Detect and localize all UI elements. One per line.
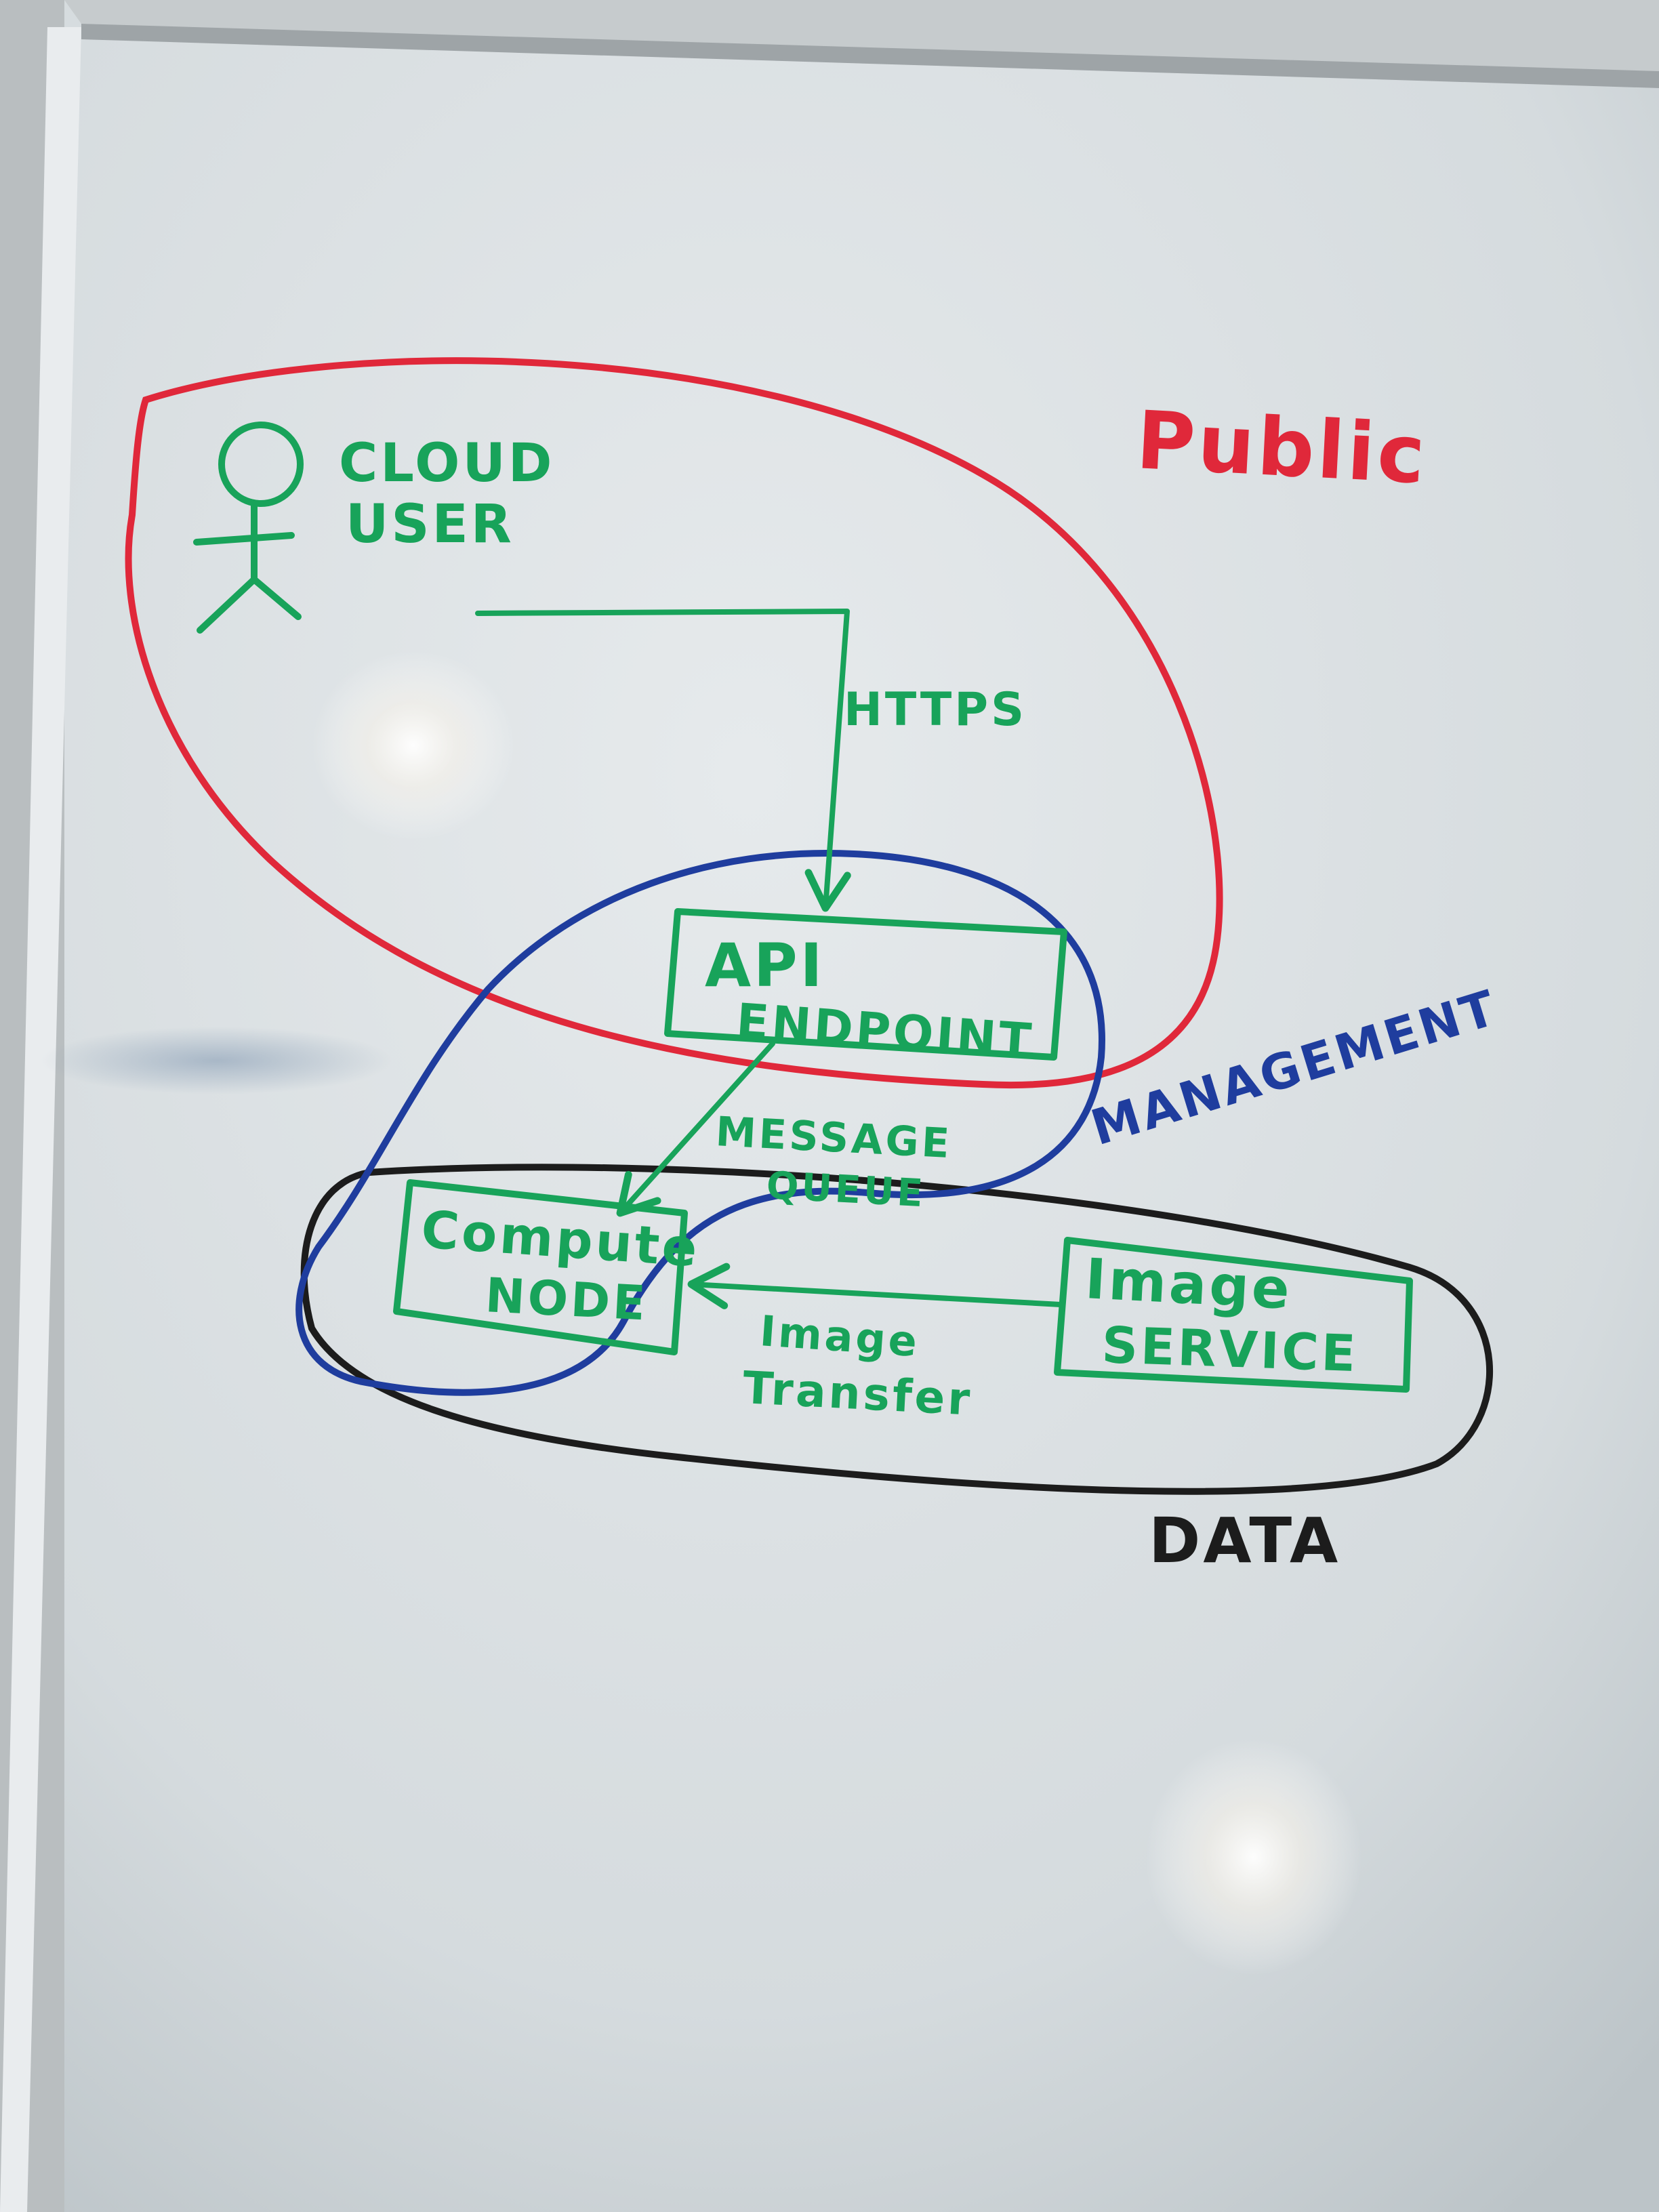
stick-figure-icon	[193, 422, 304, 634]
https-connector-line	[475, 609, 851, 912]
https-label: HTTPS	[844, 683, 1027, 737]
image-transfer-connector-line	[687, 1263, 1063, 1309]
light-glare-top	[312, 651, 515, 840]
light-glare-bottom	[1145, 1738, 1362, 1975]
cloud-user-label-line1: CLOUD	[339, 433, 555, 494]
image-transfer-label-line2: Transfer	[741, 1361, 974, 1426]
board-frame-top-edge	[81, 24, 1659, 88]
management-zone-boundary	[295, 850, 1105, 1396]
image-service-box	[1054, 1237, 1413, 1393]
compute-node-label-line2: NODE	[484, 1267, 649, 1331]
board-frame-left-edge	[0, 27, 81, 2212]
https-edge: HTTPS	[475, 609, 1027, 912]
cloud-user-label-line2: USER	[346, 494, 514, 555]
api-endpoint-label-line1: API	[705, 930, 825, 1000]
data-zone-boundary	[300, 1164, 1494, 1495]
compute-node-box	[393, 1179, 688, 1355]
eraser-smudge	[41, 1027, 393, 1094]
image-transfer-edge: Image Transfer	[687, 1263, 1063, 1426]
image-service-label-line1: Image	[1084, 1247, 1294, 1322]
public-zone-label: Public	[1134, 393, 1430, 501]
data-zone-label: DATA	[1149, 1504, 1340, 1577]
cloud-user-node: CLOUD USER	[193, 422, 555, 634]
message-queue-connector-line	[616, 1041, 775, 1217]
api-endpoint-box	[664, 908, 1067, 1061]
board-frame-top	[64, 0, 1659, 78]
message-queue-edge: MESSAGE QUEUE	[616, 1041, 953, 1217]
image-service-node: Image SERVICE	[1054, 1237, 1413, 1393]
image-service-label-line2: SERVICE	[1101, 1316, 1359, 1383]
image-transfer-label-line1: Image	[758, 1306, 921, 1366]
message-queue-label-line2: QUEUE	[765, 1164, 926, 1216]
